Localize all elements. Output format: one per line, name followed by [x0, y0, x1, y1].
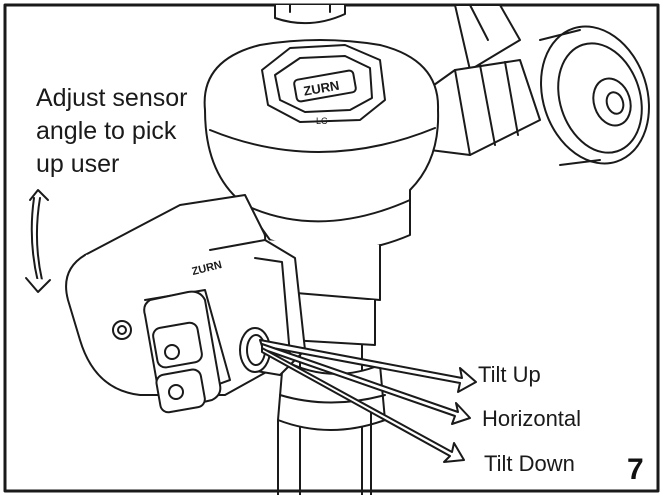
valve-body [203, 39, 440, 253]
adjust-arrow [25, 189, 51, 293]
tilt-down-label: Tilt Down [484, 451, 575, 476]
horizontal-label: Horizontal [482, 406, 582, 431]
tilt-arrows [259, 339, 477, 463]
cap-brand-mark: ZURN [302, 78, 340, 99]
tilt-up-label: Tilt Up [478, 362, 541, 387]
horizontal-arrow [261, 343, 471, 425]
upper-coupling [274, 4, 521, 71]
instruction-line: up user [36, 150, 120, 178]
adjust-instruction: Adjust sensor angle to pick up user [36, 82, 226, 181]
tilt-down-arrow [261, 347, 465, 463]
tilt-up-arrow [259, 339, 477, 393]
cap-mark: LC [316, 116, 328, 126]
spud-coupling [419, 25, 650, 166]
instruction-line: Adjust sensor [36, 84, 188, 112]
instruction-line: angle to pick [36, 117, 177, 145]
figure-number: 7 [627, 453, 644, 486]
sensor-module [65, 194, 306, 414]
